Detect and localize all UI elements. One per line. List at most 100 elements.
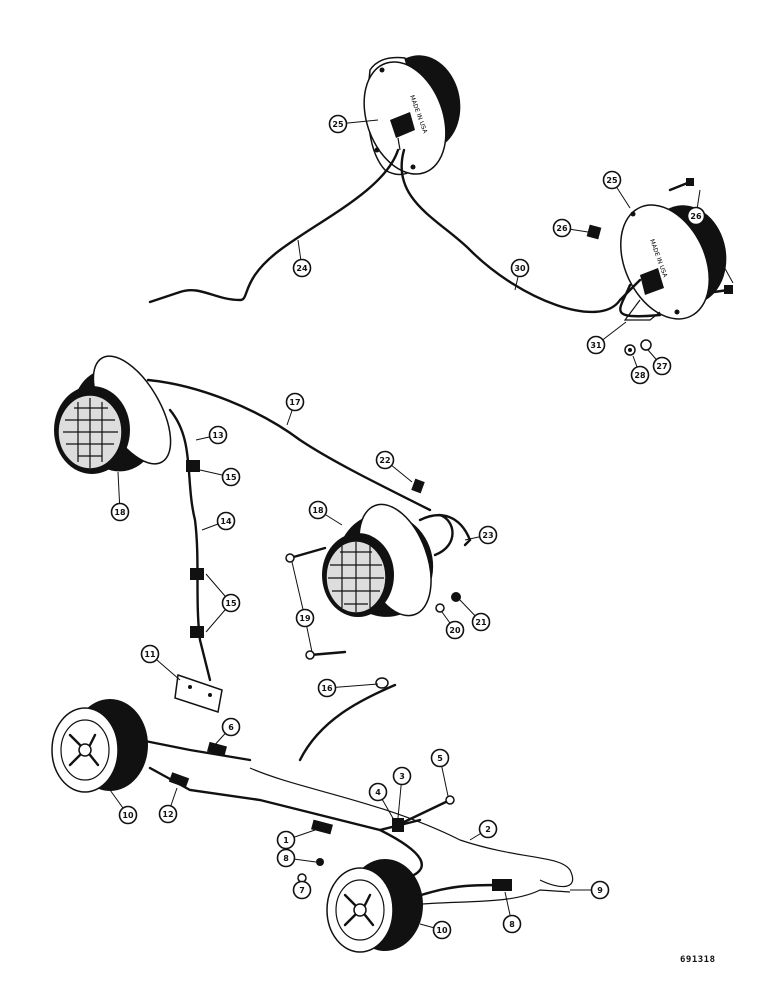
callout-number: 8	[283, 854, 289, 863]
callout-1: 1	[276, 830, 296, 850]
callout-circle	[392, 766, 412, 786]
callout-number: 11	[144, 650, 156, 659]
callout-circle	[221, 593, 241, 613]
callout-27: 27	[652, 356, 672, 376]
callout-circle	[445, 620, 465, 640]
callout-number: 16	[321, 684, 333, 693]
callout-circle	[292, 880, 312, 900]
callout-17: 17	[285, 392, 305, 412]
callout-18: 18	[110, 502, 130, 522]
callout-20: 20	[445, 620, 465, 640]
callout-number: 15	[225, 599, 237, 608]
callout-circle	[478, 525, 498, 545]
callout-circle	[118, 805, 138, 825]
callout-number: 30	[514, 264, 526, 273]
callout-number: 24	[296, 264, 308, 273]
callout-circle	[110, 502, 130, 522]
callout-23: 23	[478, 525, 498, 545]
callout-11: 11	[140, 644, 160, 664]
callout-circle	[430, 748, 450, 768]
callout-24: 24	[292, 258, 312, 278]
callout-3: 3	[392, 766, 412, 786]
callout-circle	[432, 920, 452, 940]
callout-circle	[158, 804, 178, 824]
callout-30: 30	[510, 258, 530, 278]
callout-circle	[221, 467, 241, 487]
tail-lamp-right	[326, 859, 423, 953]
callout-number: 23	[482, 531, 493, 540]
callout-9: 9	[590, 880, 610, 900]
callout-number: 26	[556, 224, 568, 233]
flood-lamp-center	[285, 478, 461, 660]
callout-13: 13	[208, 425, 228, 445]
callout-circle	[510, 258, 530, 278]
callout-number: 9	[597, 886, 603, 895]
callout-number: 31	[590, 341, 602, 350]
callout-number: 18	[312, 506, 324, 515]
callout-circle	[368, 782, 388, 802]
callout-circle	[276, 848, 296, 868]
callout-number: 21	[475, 618, 487, 627]
callout-number: 5	[437, 754, 443, 763]
callout-number: 10	[436, 926, 448, 935]
callout-circle	[308, 500, 328, 520]
callout-number: 4	[375, 788, 381, 797]
callout-circle	[216, 511, 236, 531]
tail-lamp-left	[51, 699, 148, 793]
callout-14: 14	[216, 511, 236, 531]
callout-22: 22	[375, 450, 395, 470]
callout-5: 5	[430, 748, 450, 768]
callout-number: 26	[690, 212, 702, 221]
callout-6: 6	[221, 717, 241, 737]
callout-15: 15	[221, 593, 241, 613]
flood-lamp-left	[54, 355, 172, 474]
callout-circle	[471, 612, 491, 632]
callout-circle	[221, 717, 241, 737]
callout-number: 15	[225, 473, 237, 482]
callout-number: 25	[332, 120, 344, 129]
callout-number: 20	[449, 626, 461, 635]
callout-circle	[317, 678, 337, 698]
callout-circle	[292, 258, 312, 278]
callout-circle	[478, 819, 498, 839]
rear-lamp-top: MADE IN USA	[363, 55, 461, 176]
callout-circle	[140, 644, 160, 664]
callout-number: 25	[606, 176, 618, 185]
callout-circle	[602, 170, 622, 190]
callout-circle	[208, 425, 228, 445]
callout-number: 12	[162, 810, 173, 819]
harness-lower	[138, 738, 252, 762]
callout-number: 19	[299, 614, 311, 623]
rear-lamp-right: MADE IN USA	[586, 178, 733, 320]
callout-25: 25	[602, 170, 622, 190]
callout-number: 10	[122, 811, 134, 820]
callout-25: 25	[328, 114, 348, 134]
callout-number: 18	[114, 508, 126, 517]
callout-number: 7	[299, 886, 305, 895]
callout-21: 21	[471, 612, 491, 632]
callout-circle	[276, 830, 296, 850]
callout-circle	[285, 392, 305, 412]
callout-26: 26	[686, 206, 706, 226]
callout-26: 26	[552, 218, 572, 238]
callout-circle	[630, 365, 650, 385]
callout-2: 2	[478, 819, 498, 839]
callout-8: 8	[502, 914, 522, 934]
callout-circle	[590, 880, 610, 900]
callout-12: 12	[158, 804, 178, 824]
callout-number: 3	[399, 772, 405, 781]
callout-number: 27	[656, 362, 667, 371]
callout-4: 4	[368, 782, 388, 802]
callout-circle	[328, 114, 348, 134]
callout-circle	[375, 450, 395, 470]
callout-28: 28	[630, 365, 650, 385]
callout-10: 10	[432, 920, 452, 940]
callout-circle	[295, 608, 315, 628]
callout-15: 15	[221, 467, 241, 487]
callout-8: 8	[276, 848, 296, 868]
callout-19: 19	[295, 608, 315, 628]
callout-number: 13	[212, 431, 223, 440]
wire-24	[148, 148, 400, 304]
callout-number: 28	[634, 371, 646, 380]
